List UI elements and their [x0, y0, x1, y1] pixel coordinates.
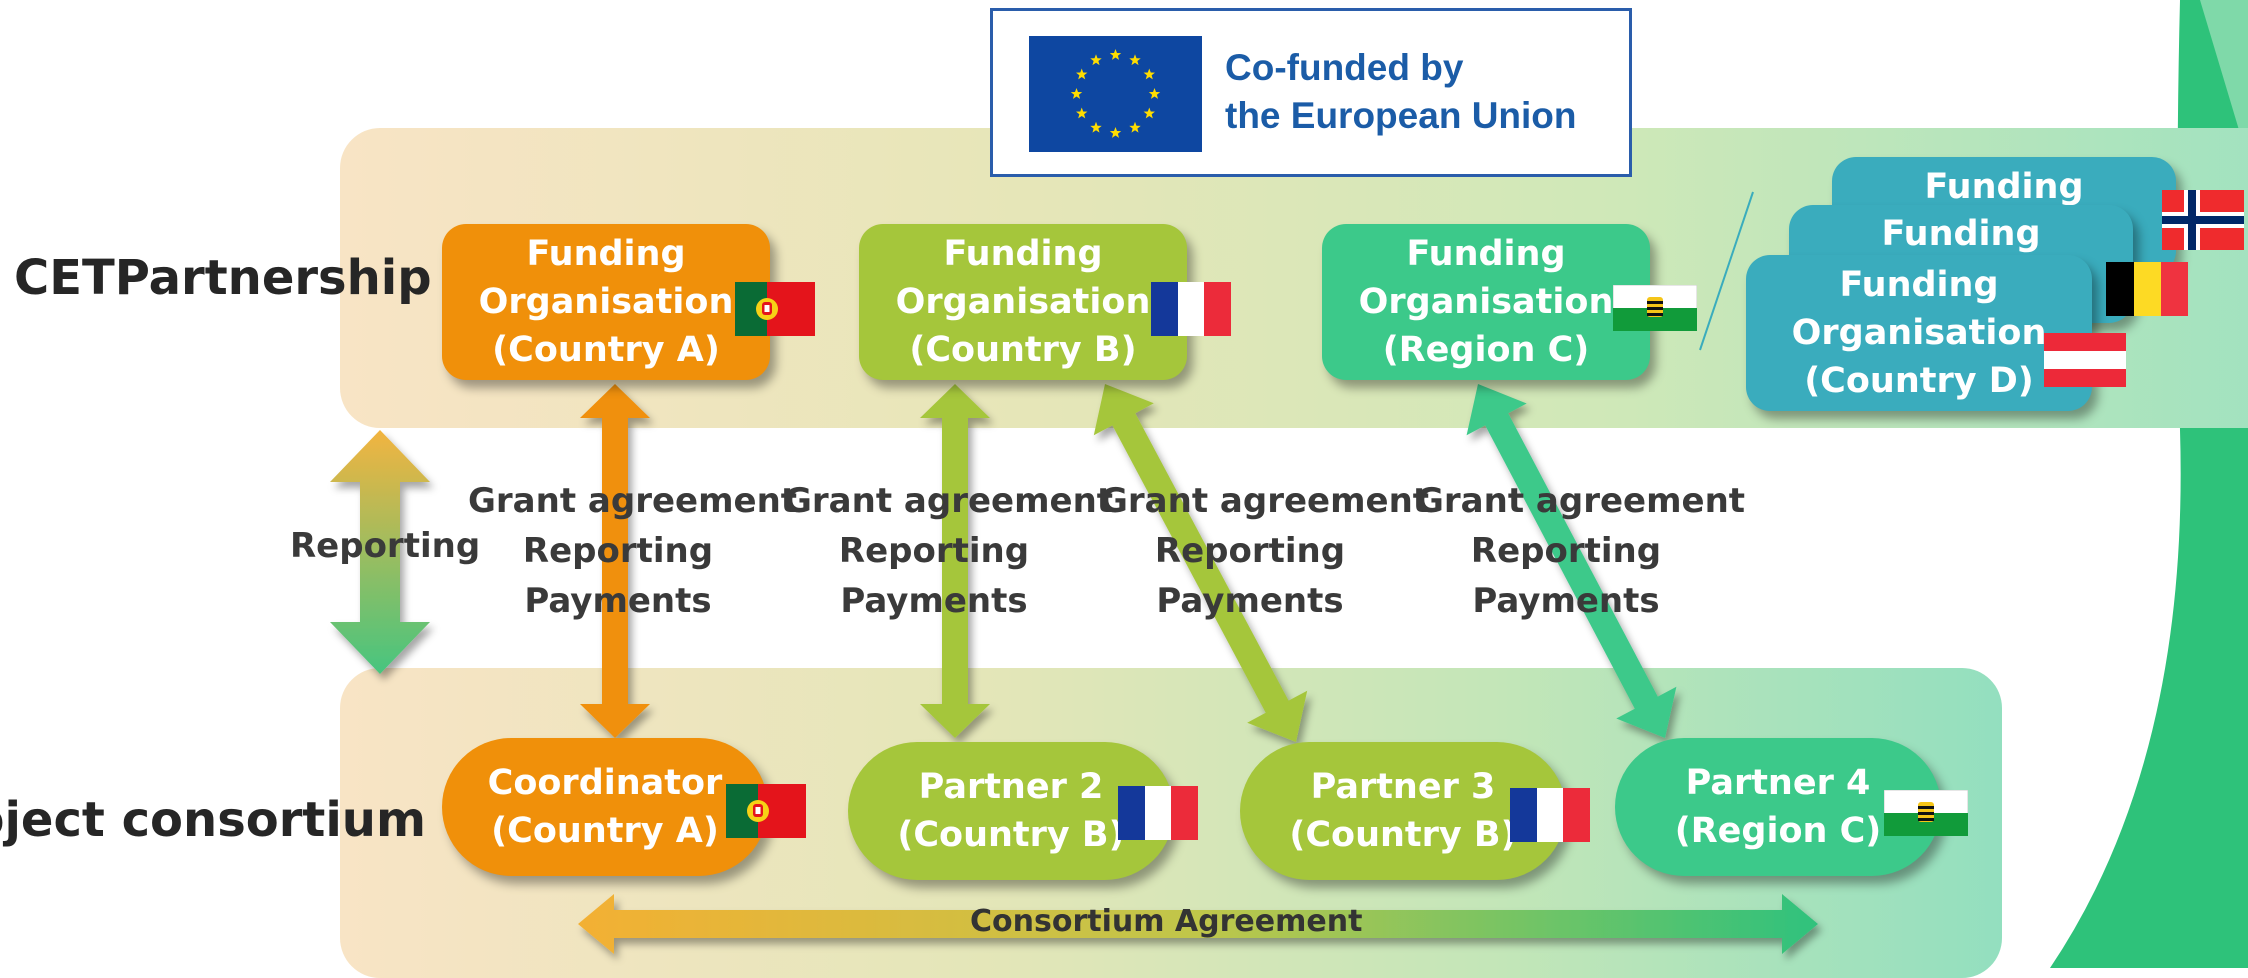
funding-org-country-b: Funding Organisation (Country B)	[859, 224, 1187, 380]
funding-org-country-d-line-2: Organisation	[1791, 312, 2047, 353]
france-flag-icon	[1510, 788, 1590, 842]
funding-org-country-a: Funding Organisation (Country A)	[442, 224, 770, 380]
eu-star-icon	[1076, 68, 1088, 80]
arrow-country-b-partner-3	[1093, 384, 1308, 742]
relation-4-grant: Grant agreement	[1416, 481, 1746, 521]
separator-line	[1699, 191, 1754, 351]
funding-org-country-d-line-3: (Country D)	[1804, 361, 2034, 402]
funding-stack-middle-title: Funding	[1881, 214, 2041, 254]
relation-1-payments: Payments	[524, 581, 712, 621]
partner-4-line-1: Partner 4	[1685, 762, 1871, 803]
france-flag-icon	[1151, 282, 1231, 336]
partner-2: Partner 2 (Country B)	[848, 742, 1174, 880]
eu-star-icon	[1076, 107, 1088, 119]
relation-2-payments: Payments	[840, 581, 1028, 621]
relation-label-2: Grant agreement Reporting Payments	[784, 476, 1114, 626]
funding-org-country-b-line-1: Funding	[943, 233, 1103, 274]
arrow-country-b-partner-2	[920, 384, 990, 738]
relation-3-reporting: Reporting	[1154, 531, 1346, 571]
relation-4-reporting: Reporting	[1470, 531, 1662, 571]
reporting-arrow	[330, 430, 430, 674]
eu-star-icon	[1109, 49, 1122, 60]
relation-label-3: Grant agreement Reporting Payments	[1100, 476, 1430, 626]
relation-label-4: Grant agreement Reporting Payments	[1416, 476, 1746, 626]
eu-star-icon	[1143, 107, 1155, 119]
funding-org-country-a-line-2: Organisation	[478, 281, 734, 322]
eu-star-icon	[1090, 121, 1102, 133]
eu-flag-icon	[1029, 36, 1202, 152]
eu-star-icon	[1129, 121, 1141, 133]
eu-star-icon	[1143, 68, 1155, 80]
relation-2-grant: Grant agreement	[784, 481, 1114, 521]
eu-star-icon	[1148, 88, 1161, 99]
partner-coordinator: Coordinator (Country A)	[442, 738, 768, 876]
funding-org-country-a-line-1: Funding	[526, 233, 686, 274]
eu-logo-text: Co-funded by the European Union	[1225, 44, 1577, 140]
consortium-agreement-label: Consortium Agreement	[970, 904, 1363, 939]
france-flag-icon	[1118, 786, 1198, 840]
partner-2-line-1: Partner 2	[918, 766, 1104, 807]
relation-4-payments: Payments	[1472, 581, 1660, 621]
arrow-country-a	[580, 384, 650, 738]
belgium-flag-icon	[2106, 262, 2188, 316]
eu-star-icon	[1109, 127, 1122, 138]
eu-cofunded-logo: Co-funded by the European Union	[990, 8, 1632, 177]
portugal-flag-icon	[726, 784, 806, 838]
eu-logo-line-1: Co-funded by	[1225, 47, 1464, 88]
relation-3-grant: Grant agreement	[1100, 481, 1430, 521]
relation-3-payments: Payments	[1156, 581, 1344, 621]
funding-org-country-b-line-2: Organisation	[895, 281, 1151, 322]
relation-1-reporting: Reporting	[522, 531, 714, 571]
partner-3-line-1: Partner 3	[1310, 766, 1496, 807]
funding-stack-back-title: Funding	[1924, 167, 2084, 207]
partner-4-line-2: (Region C)	[1674, 811, 1882, 851]
relation-1-grant: Grant agreement	[468, 481, 798, 521]
partner-coordinator-line-1: Coordinator	[487, 762, 723, 803]
portugal-flag-icon	[735, 282, 815, 336]
saxony-flag-icon	[1613, 285, 1697, 331]
funding-org-country-a-line-3: (Country A)	[492, 330, 720, 371]
partner-2-line-2: (Country B)	[897, 815, 1125, 855]
cetpartnership-label: CETPartnership	[14, 250, 432, 306]
funding-org-country-b-line-3: (Country B)	[909, 330, 1137, 371]
relation-label-1: Grant agreement Reporting Payments	[468, 476, 798, 626]
reporting-label: Reporting	[290, 526, 481, 566]
funding-org-country-d: Funding Organisation (Country D)	[1746, 255, 2092, 411]
norway-flag-icon	[2162, 190, 2244, 250]
saxony-flag-icon	[1884, 790, 1968, 836]
eu-logo-line-2: the European Union	[1225, 95, 1577, 136]
austria-flag-icon	[2044, 333, 2126, 387]
project-consortium-label: Project consortium	[0, 792, 426, 848]
funding-org-region-c-line-1: Funding	[1406, 233, 1566, 274]
eu-star-icon	[1090, 54, 1102, 66]
eu-star-icon	[1129, 54, 1141, 66]
partner-3-line-2: (Country B)	[1289, 815, 1517, 855]
arrow-region-c-partner-4	[1466, 384, 1677, 738]
funding-org-region-c-line-2: Organisation	[1358, 281, 1614, 322]
eu-star-icon	[1070, 88, 1083, 99]
funding-org-country-d-line-1: Funding	[1839, 264, 1999, 305]
consortium-agreement-arrow	[578, 894, 1818, 954]
funding-org-region-c: Funding Organisation (Region C)	[1322, 224, 1650, 380]
partner-coordinator-line-2: (Country A)	[491, 811, 719, 851]
relation-2-reporting: Reporting	[838, 531, 1030, 571]
funding-org-region-c-line-3: (Region C)	[1382, 330, 1590, 371]
